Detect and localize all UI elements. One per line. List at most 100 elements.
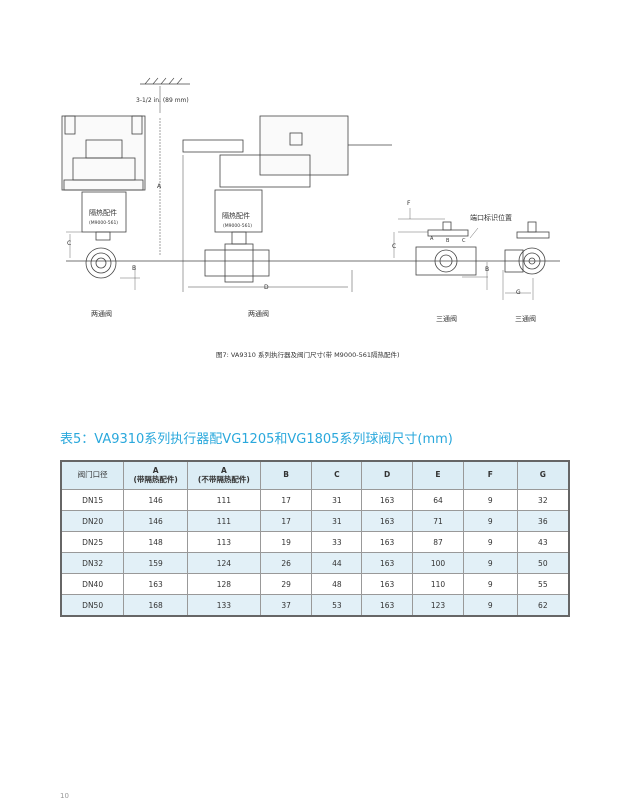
table-cell: 111 [187,510,261,532]
table-cell: 124 [187,552,261,574]
view-label: 两通阀 [91,310,112,318]
table-cell: 168 [123,594,189,617]
header-text: C [334,470,340,480]
view-label: 三通阀 [515,315,536,323]
table-cell: 29 [259,573,313,595]
page-number: 10 [60,792,69,800]
table-cell: 163 [361,552,414,574]
insulator-label: 隔热配件 [89,209,117,217]
insulator-model: (M9000-561) [89,221,119,226]
figure-caption: 图7: VA9310 系列执行器及阀门尺寸(带 M9000-561隔热配件) [216,351,400,359]
header-text: A [152,465,159,475]
table-cell: DN15 [60,489,125,511]
view-label: 两通阀 [248,310,269,318]
table-cell: 43 [516,531,570,553]
column-header: E [412,460,464,490]
table-cell: 9 [462,489,518,511]
table-cell: 19 [259,531,313,553]
dim-c-label: C [67,240,72,247]
insulator-label: 隔热配件 [222,212,250,220]
table-cell: 146 [123,510,189,532]
header-text: D [384,470,391,480]
table-cell: 163 [361,510,414,532]
dim-f-label: F [407,200,411,207]
header-text: B [283,470,289,480]
clearance-label: 3-1/2 in. (89 mm) [136,97,189,104]
header-text: A [220,465,227,475]
table-cell: DN40 [60,573,125,595]
column-header: F [462,460,518,490]
dim-c-label: C [392,243,397,250]
table-cell: 26 [259,552,313,574]
table-cell: 9 [462,510,518,532]
table-cell: 163 [123,573,189,595]
table-cell: 113 [187,531,261,553]
header-text: G [539,470,546,480]
table-cell: 163 [361,573,414,595]
table-cell: 128 [187,573,261,595]
table-cell: 9 [462,573,518,595]
port-c: C [462,238,466,244]
table-cell: 159 [123,552,189,574]
table-cell: 53 [311,594,363,617]
valve-dimension-drawing [61,77,560,300]
dim-a-label: A [157,183,162,190]
table-cell: 133 [187,594,261,617]
table-cell: 9 [462,552,518,574]
header-subtext: (不带隔热配件) [197,474,250,484]
column-header: A(带隔热配件) [123,460,189,490]
table-cell: 31 [311,510,363,532]
table-cell: 163 [361,531,414,553]
table-cell: 32 [516,489,570,511]
port-label: 端口标识位置 [470,214,512,222]
table-title: 表5：VA9310系列执行器配VG1205和VG1805系列球阀尺寸(mm) [60,432,453,447]
column-header: D [361,460,414,490]
table-cell: 62 [516,594,570,617]
view-label: 三通阀 [436,315,457,323]
table-cell: DN32 [60,552,125,574]
dim-b-label: B [132,265,137,272]
column-header: A(不带隔热配件) [187,460,261,490]
dim-d-label: D [264,284,269,291]
table-cell: 33 [311,531,363,553]
port-b: B [446,238,450,244]
table-cell: 44 [311,552,363,574]
table-cell: 37 [259,594,313,617]
header-subtext: (带隔热配件) [133,474,178,484]
table-cell: 163 [361,594,414,617]
table-cell: 55 [516,573,570,595]
insulator-model: (M9000-561) [223,224,253,229]
table-cell: 71 [412,510,464,532]
table-cell: 17 [259,510,313,532]
table-cell: 123 [412,594,464,617]
table-cell: 36 [516,510,570,532]
table-cell: 87 [412,531,464,553]
dim-g-label: G [516,289,521,296]
header-text: 阀门口径 [77,470,108,480]
table-cell: 148 [123,531,189,553]
column-header: 阀门口径 [60,460,125,490]
table-cell: DN20 [60,510,125,532]
table-cell: 163 [361,489,414,511]
header-text: E [435,470,441,480]
column-header: B [259,460,313,490]
header-text: F [487,470,493,480]
port-a: A [430,236,434,242]
table-cell: 48 [311,573,363,595]
table-cell: DN50 [60,594,125,617]
table-cell: 31 [311,489,363,511]
column-header: G [516,460,570,490]
table-cell: 64 [412,489,464,511]
table-cell: 9 [462,594,518,617]
table-cell: 146 [123,489,189,511]
column-header: C [311,460,363,490]
